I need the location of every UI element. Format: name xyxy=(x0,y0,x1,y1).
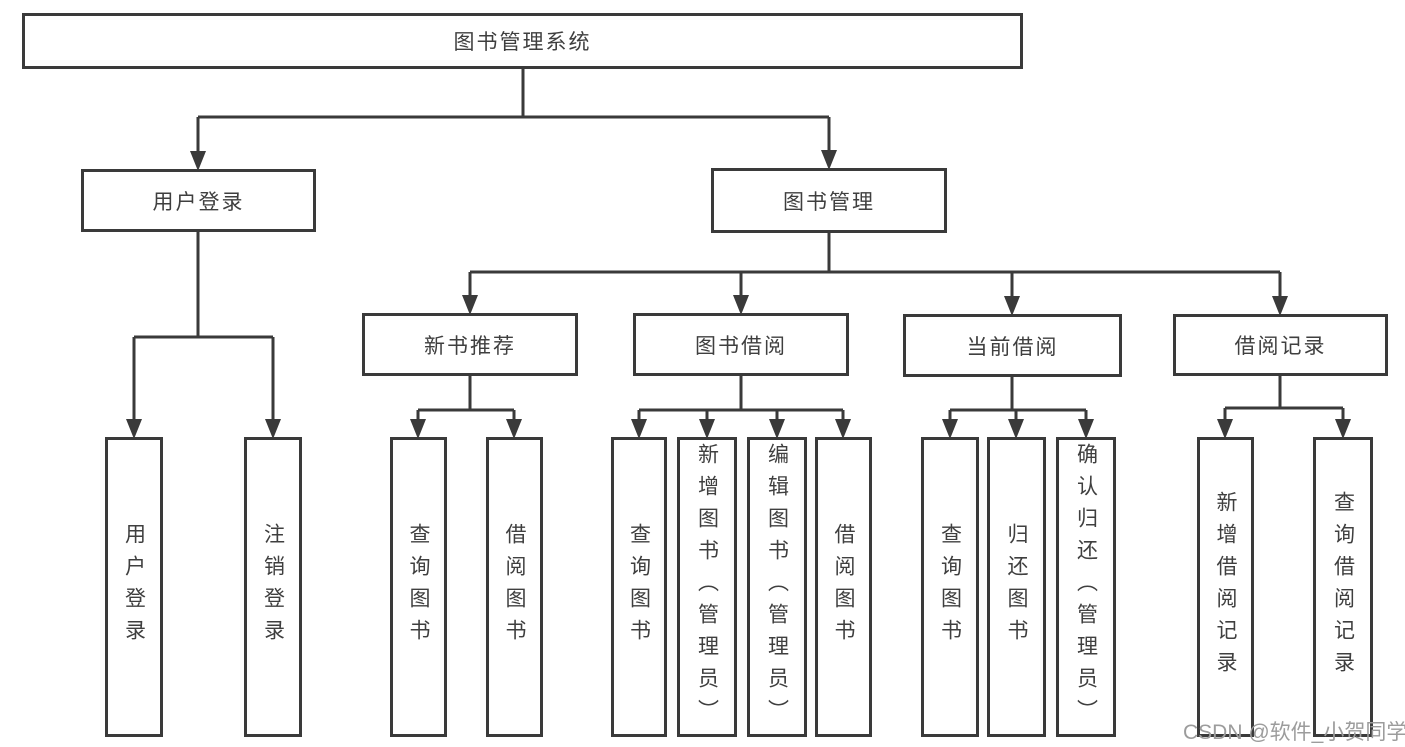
leaf-borrowing-add-books-admin: 新增图书（管理员） xyxy=(677,437,737,737)
connector-book-management-to-level3 xyxy=(462,233,1288,316)
leaf-recommendation-borrow-books: 借阅图书 xyxy=(486,437,543,737)
leaf-current-query-books: 查询图书 xyxy=(921,437,979,737)
leaf-current-confirm-return-admin: 确认归还（管理员） xyxy=(1056,437,1116,737)
node-book-management: 图书管理 xyxy=(711,168,947,233)
leaf-borrowing-borrow-books: 借阅图书 xyxy=(815,437,872,737)
connector-current-borrowing-to-leaves xyxy=(942,377,1094,439)
leaf-user-login: 用户登录 xyxy=(105,437,163,737)
node-new-book-recommendation: 新书推荐 xyxy=(362,313,578,376)
leaf-logout: 注销登录 xyxy=(244,437,302,737)
leaf-current-return-books: 归还图书 xyxy=(987,437,1046,737)
connector-new-book-recommendation-to-leaves xyxy=(410,376,522,439)
connector-book-borrowing-to-leaves xyxy=(631,376,851,439)
leaf-records-add-record: 新增借阅记录 xyxy=(1197,437,1254,737)
connector-root-to-level2 xyxy=(190,69,837,171)
node-current-borrowing: 当前借阅 xyxy=(903,314,1122,377)
node-borrowing-records: 借阅记录 xyxy=(1173,314,1388,376)
leaf-borrowing-query-books: 查询图书 xyxy=(611,437,667,737)
connector-user-login-to-leaves xyxy=(126,232,281,439)
leaf-recommendation-query-books: 查询图书 xyxy=(390,437,447,737)
leaf-borrowing-edit-books-admin: 编辑图书（管理员） xyxy=(747,437,807,737)
watermark: CSDN @软件_小贺同学 xyxy=(1183,721,1405,744)
node-user-login: 用户登录 xyxy=(81,169,316,232)
node-book-borrowing: 图书借阅 xyxy=(633,313,849,376)
leaf-records-query-record: 查询借阅记录 xyxy=(1313,437,1373,737)
connector-borrowing-records-to-leaves xyxy=(1217,376,1351,439)
node-root-system: 图书管理系统 xyxy=(22,13,1023,69)
